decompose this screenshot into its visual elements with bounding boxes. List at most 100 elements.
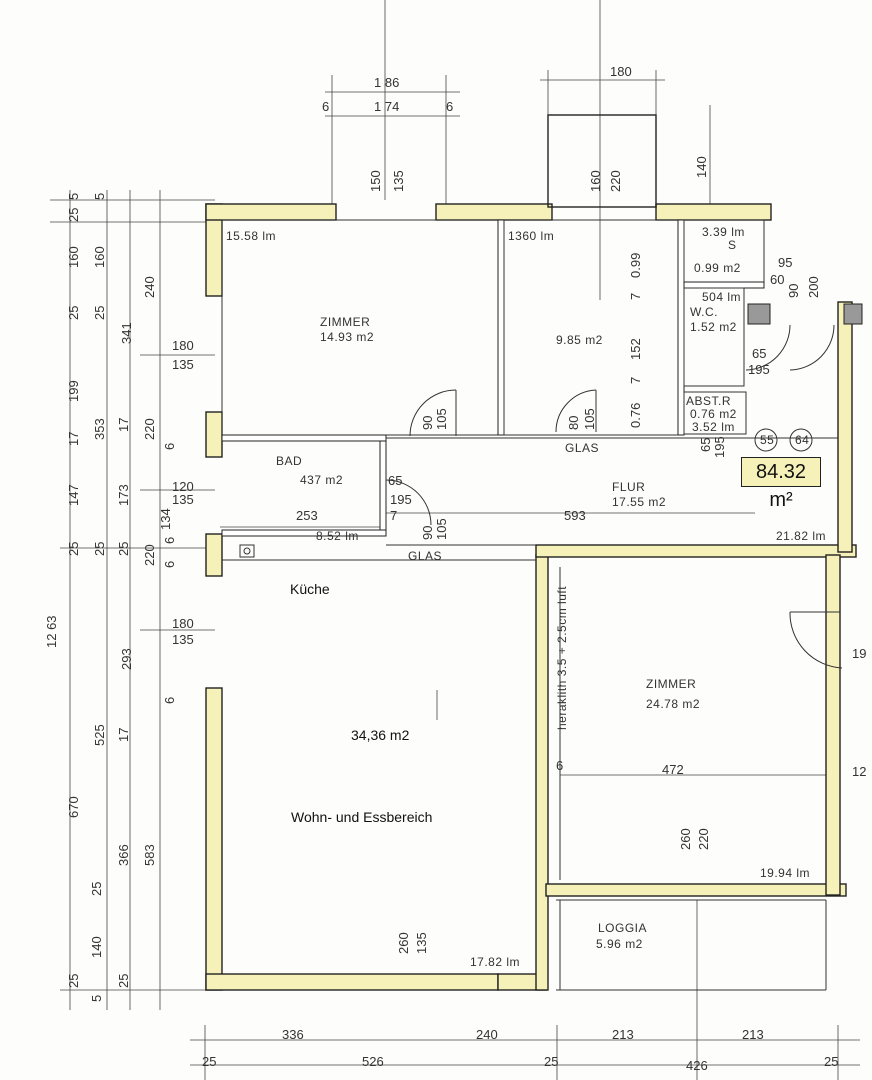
dim-interior: 135	[172, 632, 194, 647]
dim-interior: 6	[556, 758, 563, 773]
walls	[205, 114, 863, 991]
dim-top: 140	[694, 156, 709, 178]
dim-left-outer: 25	[89, 882, 104, 896]
s-perimeter: 3.39 lm	[702, 225, 745, 239]
dim-left-inner: 220	[142, 418, 157, 440]
dim-interior: 6	[162, 537, 177, 544]
dim-interior: 135	[172, 357, 194, 372]
wohn-essbereich-label: Wohn- und Essbereich	[291, 809, 433, 825]
dim-left-outer: 25	[66, 306, 81, 320]
dim-left-inner: 293	[119, 648, 134, 670]
dim-left-outer: 199	[66, 380, 81, 402]
dim-interior: 135	[414, 932, 429, 954]
dim-left-outer: 12 63	[44, 615, 59, 648]
dim-bottom: 25	[202, 1054, 216, 1069]
bad-perimeter: 8.52 lm	[316, 529, 359, 543]
dim-bottom: 25	[824, 1054, 838, 1069]
dim-interior: 135	[172, 492, 194, 507]
dim-left-outer: 25	[66, 208, 81, 222]
dim-bottom: 426	[686, 1058, 708, 1073]
dim-interior: 180	[172, 338, 194, 353]
dim-interior: 60	[770, 272, 784, 287]
dim-left-mid: 5	[92, 193, 107, 200]
dim-interior: 593	[564, 508, 586, 523]
dim-top: 135	[391, 170, 406, 192]
abstr-area: 0.76 m2	[690, 407, 737, 421]
dim-left-mid: 160	[92, 246, 107, 268]
dim-left-inner: 6	[162, 697, 177, 704]
dim-interior: 152	[628, 338, 643, 360]
marker-circle-55	[754, 428, 778, 452]
wc-perimeter: 504 lm	[702, 290, 741, 304]
loggia-name: LOGGIA	[598, 921, 647, 935]
dim-interior: 0.76	[628, 403, 643, 428]
dim-interior: 105	[434, 408, 449, 430]
flur-name: FLUR	[612, 480, 645, 494]
dim-top: 150	[368, 170, 383, 192]
dim-interior: 120	[172, 479, 194, 494]
dim-interior: 7	[628, 377, 643, 384]
dim-left-inner: 240	[142, 276, 157, 298]
dim-left-mid: 353	[92, 418, 107, 440]
flur-perimeter: 21.82 lm	[776, 529, 826, 543]
circle-label-64: 64	[795, 433, 809, 447]
wc-name: W.C.	[690, 305, 718, 319]
dim-left-inner: 6	[162, 561, 177, 568]
dim-left-outer: 160	[66, 246, 81, 268]
dim-left-mid: 25	[116, 974, 131, 988]
kueche-label: Küche	[290, 581, 330, 597]
dim-left-inner: 341	[119, 322, 134, 344]
dim-top: 6	[446, 99, 453, 114]
flur-area: 17.55 m2	[612, 495, 666, 509]
dim-bottom: 240	[476, 1027, 498, 1042]
dim-interior: 195	[390, 492, 412, 507]
dim-interior: 7	[390, 508, 397, 523]
dim-interior: 19	[852, 646, 866, 661]
heraklith-note: heraklith 3.5 + 2.5cm luft	[555, 586, 569, 730]
dim-left-outer: 5	[89, 995, 104, 1002]
dim-interior: 253	[296, 508, 318, 523]
dimension-numbers: 1 86 1 74 6 6 150 135 180 160 220 140 5 …	[44, 64, 866, 1073]
s-name: S	[728, 238, 737, 252]
dim-bottom: 336	[282, 1027, 304, 1042]
dim-interior: 80	[566, 416, 581, 430]
dim-bottom: 526	[362, 1054, 384, 1069]
dim-top: 1 86	[374, 75, 399, 90]
dim-interior: 220	[696, 828, 711, 850]
labels: 15.58 lm ZIMMER 14.93 m2 1360 lm 9.85 m2…	[226, 225, 826, 969]
room2-perimeter: 1360 lm	[508, 229, 554, 243]
dim-interior: 90	[420, 526, 435, 540]
dim-interior: 200	[806, 276, 821, 298]
dim-left-mid: 17	[116, 418, 131, 432]
wohn-perimeter: 17.82 lm	[470, 955, 520, 969]
loggia-area: 5.96 m2	[596, 937, 643, 951]
dim-interior: 65	[698, 438, 713, 452]
dim-left-mid: 173	[116, 484, 131, 506]
dimension-lines	[50, 0, 860, 1080]
bad-area: 437 m2	[300, 473, 343, 487]
zimmer2-name: ZIMMER	[646, 677, 696, 691]
total-area-badge: 84.32 m²	[741, 457, 821, 511]
zimmer1-name: ZIMMER	[320, 315, 370, 329]
marker-circle-64	[789, 428, 813, 452]
dim-left-outer: 25	[66, 542, 81, 556]
dim-interior: 260	[678, 828, 693, 850]
dim-interior: 195	[712, 436, 727, 458]
dim-interior: 105	[582, 408, 597, 430]
dim-interior: 95	[778, 255, 792, 270]
s-area: 0.99 m2	[694, 261, 741, 275]
dim-top: 180	[610, 64, 632, 79]
dim-bottom: 213	[742, 1027, 764, 1042]
zimmer1-perimeter: 15.58 lm	[226, 229, 276, 243]
dim-interior: 195	[748, 362, 770, 377]
wc-area: 1.52 m2	[690, 320, 737, 334]
dim-left-outer: 140	[89, 936, 104, 958]
dim-interior: 472	[662, 762, 684, 777]
dim-left-mid: 366	[116, 844, 131, 866]
dim-interior: 180	[172, 616, 194, 631]
glas-label-1: GLAS	[565, 441, 599, 455]
dim-top: 220	[608, 170, 623, 192]
dim-interior: 6	[162, 443, 177, 450]
dim-interior: 105	[434, 518, 449, 540]
